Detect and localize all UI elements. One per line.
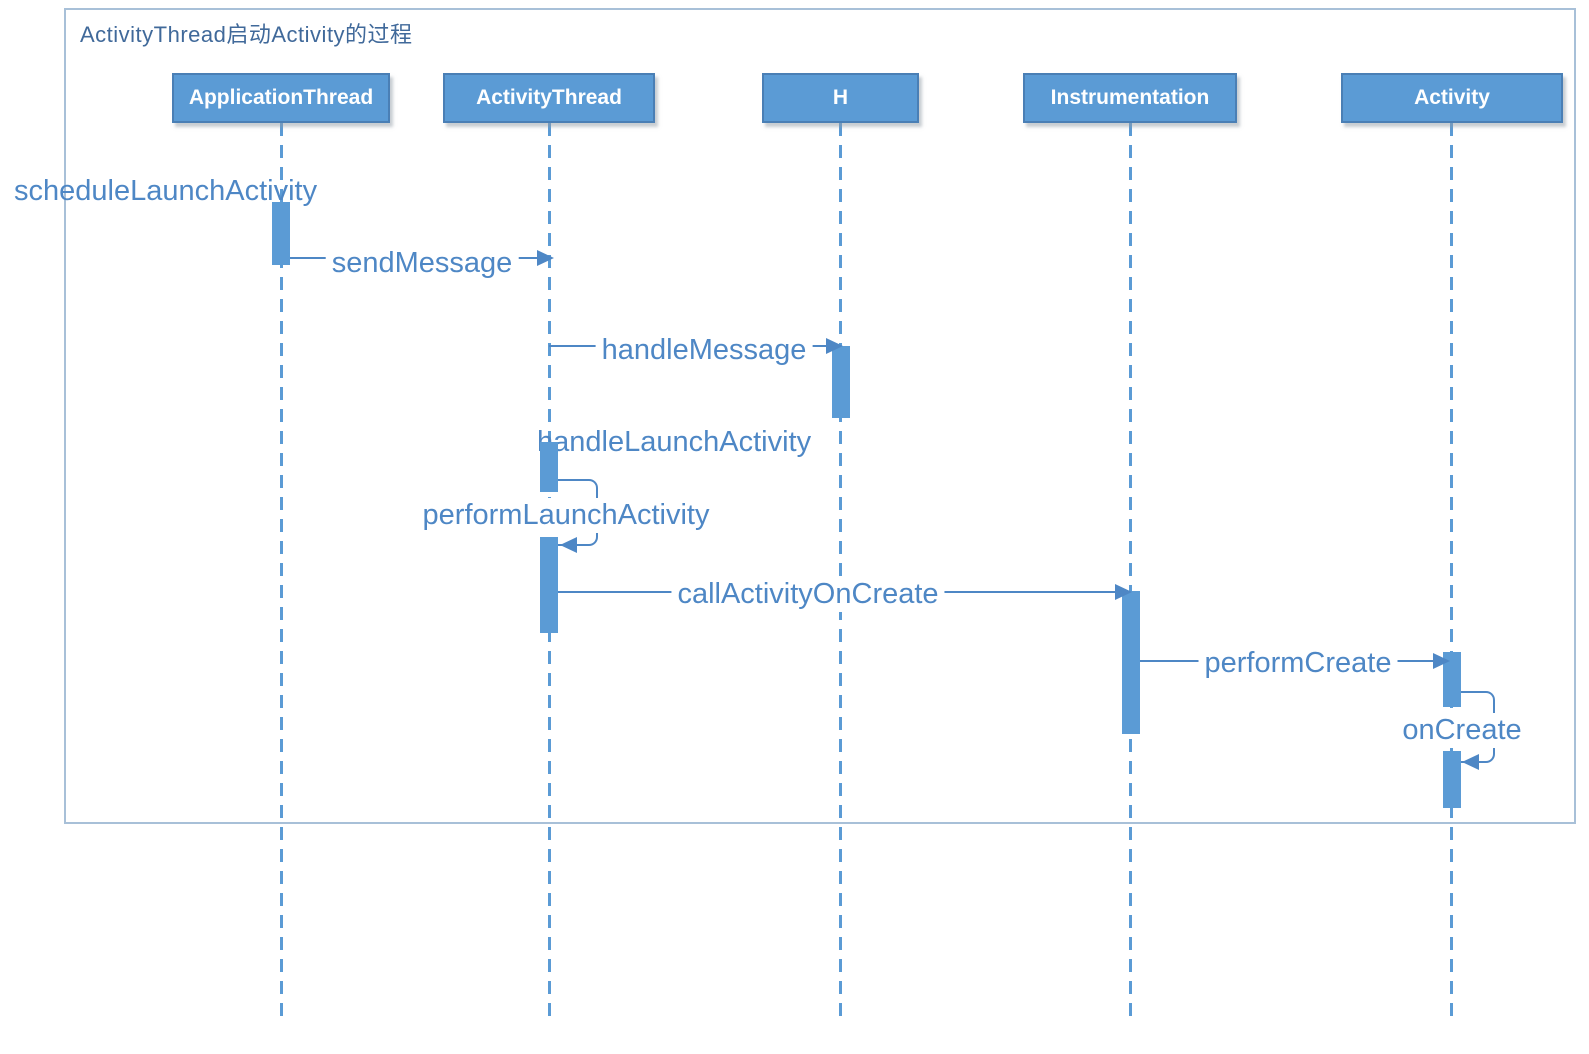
- participant-label: Activity: [1414, 86, 1490, 109]
- activation-bar-instrumentation: [1122, 591, 1140, 734]
- participant-label: ActivityThread: [476, 86, 622, 109]
- message-label-performlaunchactivity: performLaunchActivity: [416, 498, 716, 533]
- activation-bar-applicationthread: [272, 202, 290, 265]
- arrowhead-sendmessage: [537, 250, 554, 266]
- lifeline-instrumentation: [1129, 123, 1132, 1018]
- lifeline-h: [839, 123, 842, 1018]
- participant-label: H: [832, 86, 849, 109]
- participant-label: Instrumentation: [1050, 86, 1210, 109]
- message-label-sendmessage: sendMessage: [325, 246, 519, 281]
- message-label-handlemessage: handleMessage: [595, 333, 813, 368]
- arrowhead-performlaunchactivity: [560, 537, 577, 553]
- arrowhead-performcreate: [1433, 653, 1450, 669]
- arrowhead-callactivityoncreate: [1115, 584, 1132, 600]
- participant-applicationthread: ApplicationThread: [172, 73, 390, 123]
- message-label-callactivityoncreate: callActivityOnCreate: [671, 577, 945, 612]
- participant-activity: Activity: [1341, 73, 1563, 123]
- arrowhead-oncreate: [1462, 754, 1479, 770]
- message-label-schedulelaunchactivity: scheduleLaunchActivity: [14, 175, 318, 207]
- message-label-handlelaunchactivity: handleLaunchActivity: [537, 426, 812, 458]
- participant-label: ApplicationThread: [188, 86, 374, 109]
- participant-activitythread: ActivityThread: [443, 73, 655, 123]
- message-label-oncreate: onCreate: [1396, 713, 1528, 748]
- activation-bar-h: [832, 346, 850, 418]
- lifeline-activity: [1450, 123, 1453, 1018]
- arrowhead-handlemessage: [826, 338, 843, 354]
- diagram-title: ActivityThread启动Activity的过程: [80, 22, 413, 47]
- activation-bar-activity-2: [1443, 751, 1461, 808]
- message-label-performcreate: performCreate: [1198, 646, 1398, 681]
- participant-h: H: [762, 73, 919, 123]
- participant-instrumentation: Instrumentation: [1023, 73, 1237, 123]
- lifeline-applicationthread: [280, 123, 283, 1018]
- activation-bar-activitythread-2: [540, 537, 558, 633]
- diagram-frame: [64, 8, 1576, 824]
- activation-bar-activitythread-1: [540, 442, 558, 492]
